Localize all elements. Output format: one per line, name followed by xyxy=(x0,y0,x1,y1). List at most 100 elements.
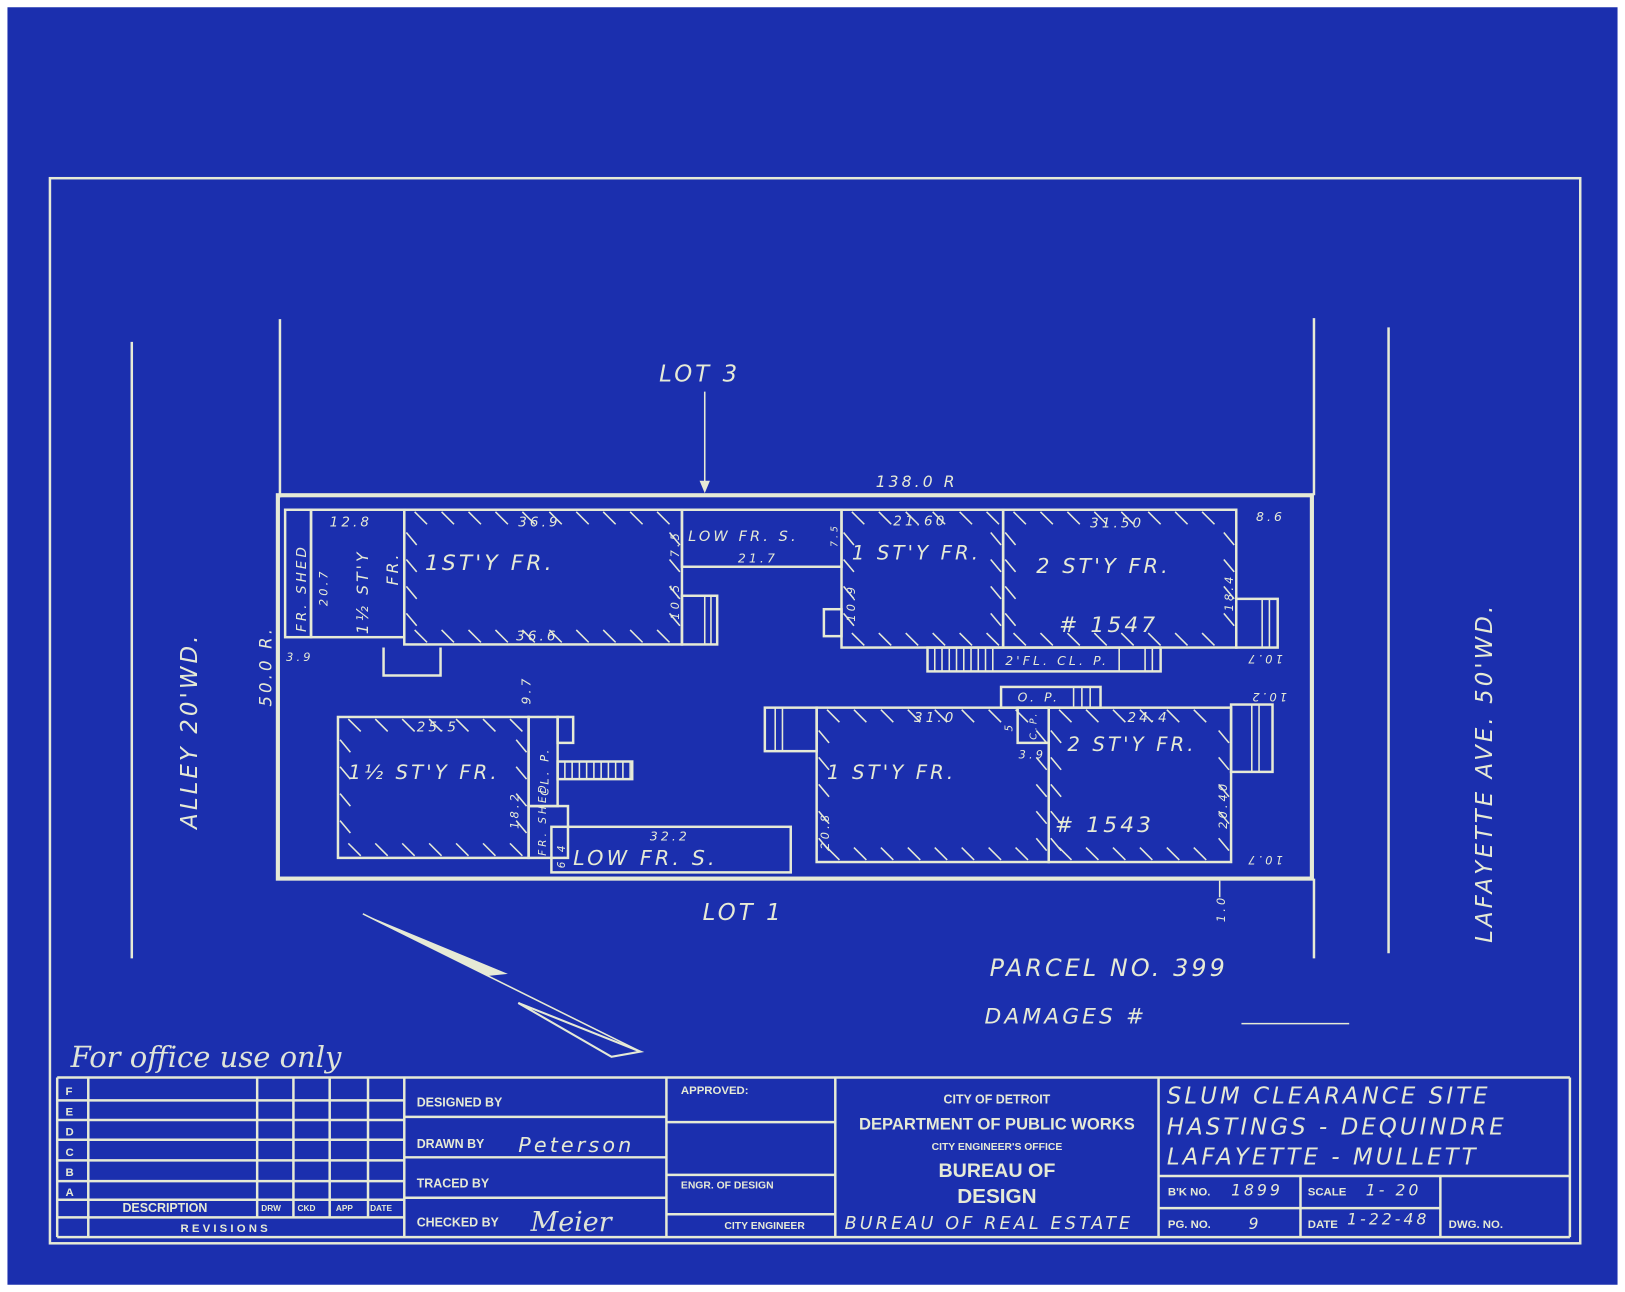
hatch-mark xyxy=(548,629,563,643)
column-header: DESCRIPTION xyxy=(122,1201,207,1215)
hatch-mark xyxy=(818,756,830,771)
hatch-mark xyxy=(575,629,590,643)
house-number: # 1547 xyxy=(1059,613,1158,638)
column-header: CKD xyxy=(298,1204,316,1213)
hatch-mark xyxy=(602,511,617,525)
hatch-mark xyxy=(1015,709,1029,723)
hatch-mark xyxy=(1139,846,1153,861)
hatch-mark xyxy=(1218,756,1230,771)
revision-letter: B xyxy=(65,1167,73,1179)
hatch-mark xyxy=(818,837,830,852)
alley-label: ALLEY 20'WD. xyxy=(177,632,203,830)
hatch-mark xyxy=(990,558,1002,573)
house-number: # 1543 xyxy=(1055,813,1154,838)
room-label: 2'FL. CL. P. xyxy=(1005,653,1109,668)
room-label: O. P. xyxy=(1018,689,1060,704)
hatch-mark xyxy=(934,846,948,861)
hatch-mark xyxy=(986,632,1000,647)
hatch-mark xyxy=(959,511,973,525)
hatch-mark xyxy=(405,612,418,627)
hatch-mark xyxy=(414,629,428,643)
dimension: 18.4 xyxy=(1222,574,1236,612)
hatch-mark xyxy=(1085,709,1100,723)
hatch-mark xyxy=(1112,709,1126,723)
hatch-mark xyxy=(339,820,352,834)
hatch-mark xyxy=(1035,756,1048,771)
hatch-mark xyxy=(1147,632,1162,647)
hatch-mark xyxy=(1066,511,1081,525)
hatch-mark xyxy=(878,632,892,647)
hatch-mark xyxy=(878,511,892,525)
designed-by-label: DESIGNED BY xyxy=(417,1096,503,1110)
dimension: 1.0 xyxy=(1214,895,1228,922)
hatch-mark xyxy=(990,585,1002,600)
hatch-mark xyxy=(853,846,867,861)
hatch-mark xyxy=(668,585,681,600)
hatch-mark xyxy=(1035,783,1048,798)
hatch-mark xyxy=(1004,532,1017,546)
hatch-mark xyxy=(482,718,497,733)
room-label: 1 ST'Y FR. xyxy=(852,541,981,564)
hatch-mark xyxy=(1085,846,1100,861)
dimension: 10.5 xyxy=(668,582,682,620)
hatch-mark xyxy=(515,766,528,780)
checked-by-signature: Meier xyxy=(530,1207,614,1238)
hatch-mark xyxy=(1039,632,1054,647)
hatch-mark xyxy=(1050,783,1062,798)
hatch-mark xyxy=(467,511,482,525)
fr-shed-bottom xyxy=(527,804,570,860)
revisions-label: R E V I S I O N S xyxy=(180,1223,268,1235)
book-number-label: B'K NO. xyxy=(1168,1187,1211,1199)
low-fr-shed-bottom xyxy=(550,825,792,874)
wall-hatching xyxy=(339,511,1235,861)
dimension: 10.7 xyxy=(1245,652,1283,666)
column-header: DATE xyxy=(370,1204,392,1213)
buildings xyxy=(283,508,1279,874)
dimension: 32.2 xyxy=(650,828,690,843)
hatch-mark xyxy=(1093,511,1108,525)
hatch-mark xyxy=(880,846,894,861)
room-label: FR. SHED xyxy=(295,544,310,632)
drawing-number-label: DWG. NO. xyxy=(1449,1219,1503,1231)
hatch-mark xyxy=(1066,632,1081,647)
hatch-mark xyxy=(1050,729,1062,744)
scale-label: SCALE xyxy=(1308,1187,1347,1199)
hatch-mark xyxy=(1050,837,1062,852)
hatch-mark xyxy=(509,718,523,733)
hatch-mark xyxy=(494,629,509,643)
hatch-mark xyxy=(818,810,830,825)
page-number-label: PG. NO. xyxy=(1168,1219,1211,1231)
hatch-mark xyxy=(668,612,681,627)
project-title: LAFAYETTE - MULLETT xyxy=(1167,1145,1479,1171)
bureau-name: BUREAU OF xyxy=(938,1160,1055,1182)
engr-of-design-label: ENGR. OF DESIGN xyxy=(681,1180,774,1191)
hatch-mark xyxy=(1015,846,1029,861)
hatch-mark xyxy=(1193,846,1207,861)
hatch-mark xyxy=(1174,632,1189,647)
room-label: 1½ ST'Y xyxy=(354,549,372,634)
scale-value: 1- 20 xyxy=(1366,1182,1422,1200)
room-label: 1½ ST'Y FR. xyxy=(348,761,499,784)
hatch-mark xyxy=(1223,558,1235,573)
dimension: 36.6 xyxy=(516,629,558,644)
dimension: 9.7 xyxy=(519,675,534,704)
hatch-mark xyxy=(374,718,389,733)
dimension: 25.5 xyxy=(417,720,459,735)
hatch-mark xyxy=(656,511,671,525)
hatch-mark xyxy=(853,709,867,723)
room-label: CL. P. xyxy=(537,747,551,796)
hatch-mark xyxy=(521,511,536,525)
hatch-mark xyxy=(818,783,830,798)
hatch-mark xyxy=(1218,837,1230,852)
hatch-mark xyxy=(961,846,975,861)
room-label: LOW FR. S. xyxy=(573,846,718,870)
hatch-mark xyxy=(428,842,443,857)
dimension: 10.2 xyxy=(1249,690,1287,704)
traced-by-label: TRACED BY xyxy=(417,1176,490,1190)
hatch-mark xyxy=(1058,709,1073,723)
hatch-mark xyxy=(990,612,1002,627)
hatch-mark xyxy=(851,511,865,525)
dimension: 21.60 xyxy=(893,514,947,529)
hatch-mark xyxy=(986,511,1000,525)
